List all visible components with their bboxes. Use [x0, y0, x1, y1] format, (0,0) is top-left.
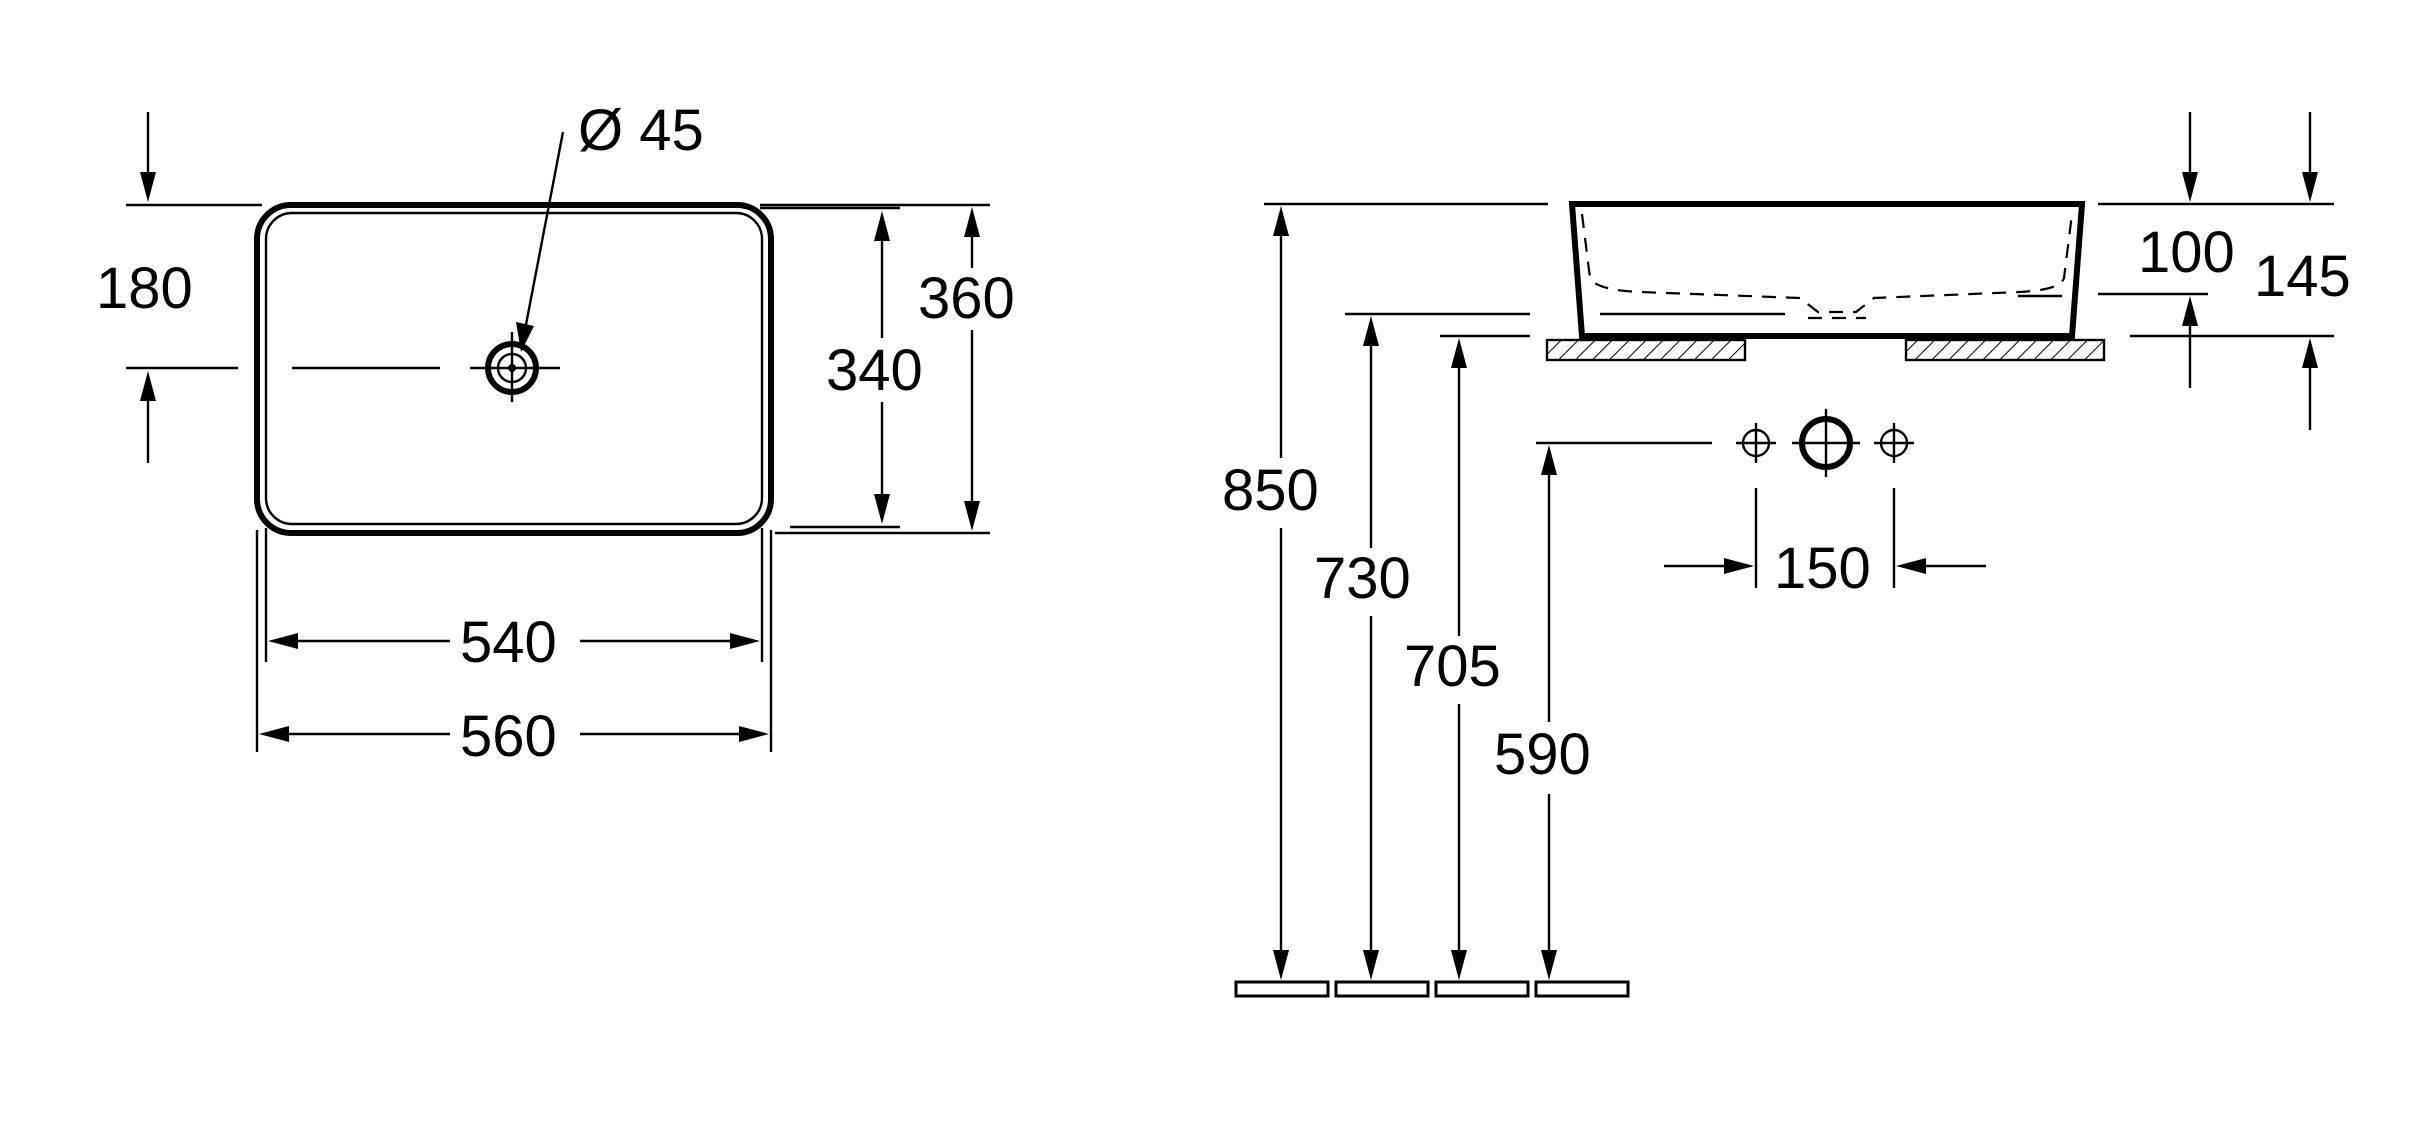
basin-inner-outline [264, 211, 764, 526]
tap-hole-right-icon [1874, 423, 1914, 463]
basin-hidden-bowl [1580, 213, 2074, 314]
drain-icon [470, 332, 560, 402]
drain-offset-label: 180 [96, 256, 193, 321]
bowl-height-label: 100 [2138, 220, 2235, 285]
outer-depth-label: 360 [918, 266, 1015, 331]
side-view: 850 730 705 590 [1222, 112, 2351, 998]
drain-diameter-label: Ø 45 [578, 98, 704, 163]
basin-outer-outline [254, 202, 774, 536]
floor-segment [1234, 980, 1330, 998]
countertop-right [1904, 338, 2106, 362]
countertop-left [1545, 338, 1747, 362]
tap-hole-left-icon [1736, 423, 1776, 463]
floor-segment [1434, 980, 1530, 998]
counter-height-label: 730 [1314, 546, 1411, 611]
floor-segment [1534, 980, 1630, 998]
waste-height-label: 590 [1494, 722, 1591, 787]
underside-height-label: 705 [1404, 634, 1501, 699]
floor-segment [1334, 980, 1430, 998]
inner-width-label: 540 [460, 610, 557, 675]
tap-spacing-label: 150 [1774, 536, 1871, 601]
tap-hole-center-icon [1792, 409, 1860, 477]
top-height-label: 850 [1222, 458, 1319, 523]
plan-view: Ø 45 180 340 360 540 [96, 98, 1015, 769]
total-height-label: 145 [2254, 244, 2351, 309]
outer-width-label: 560 [460, 704, 557, 769]
basin-side-outline [1568, 201, 2086, 339]
diameter-leader [522, 131, 565, 336]
inner-depth-label: 340 [826, 338, 923, 403]
